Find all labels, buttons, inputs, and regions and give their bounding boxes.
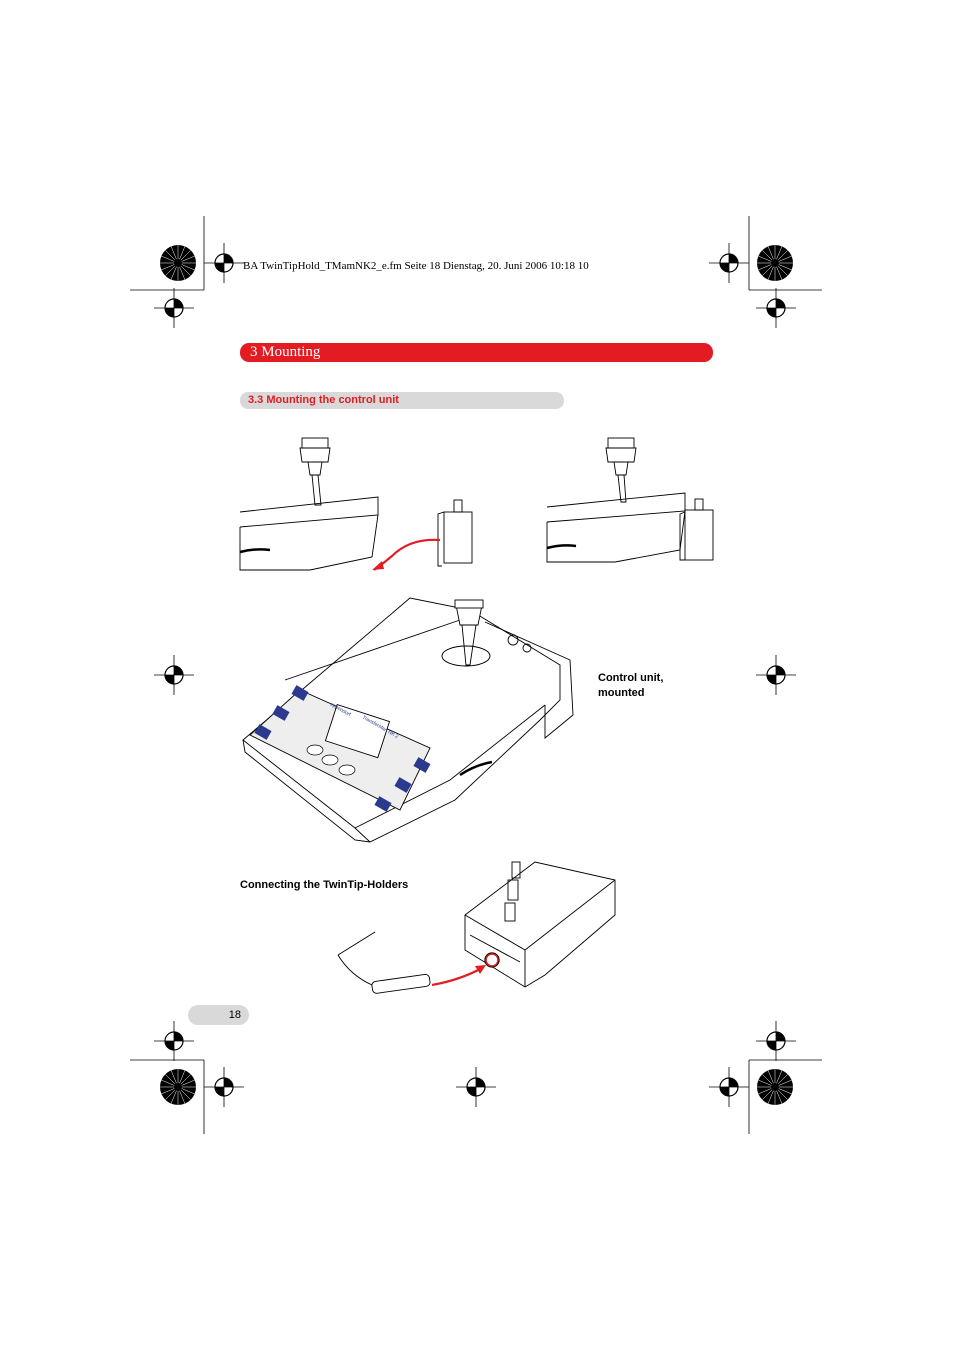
arrowhead-icon: [372, 561, 384, 570]
control-unit-caption-line2: mounted: [598, 687, 645, 699]
arrowhead-icon: [475, 965, 486, 974]
page-number: 18: [228, 1009, 241, 1021]
control-unit-illustration: [242, 597, 574, 843]
socket-highlight: [485, 953, 499, 967]
section-title: 3.3 Mounting the control unit: [248, 394, 399, 406]
registration-mark-icon: [153, 1020, 195, 1062]
connecting-caption: Connecting the TwinTip-Holders: [240, 879, 409, 891]
star-target-icon: [756, 1068, 794, 1106]
mounting-step2-illustration: [546, 437, 714, 563]
chapter-title: 3 Mounting: [250, 344, 321, 360]
connect-arrow: [431, 967, 483, 987]
control-unit-caption: Control unit, mounted: [598, 671, 663, 701]
star-target-icon: [159, 1068, 197, 1106]
registration-mark-icon: [755, 1020, 797, 1062]
registration-mark-icon: [153, 654, 195, 696]
registration-mark-icon: [153, 287, 195, 329]
registration-mark-icon: [203, 1066, 245, 1108]
crop-marks: [130, 216, 822, 1134]
mounting-step1-illustration: [239, 437, 473, 571]
registration-mark-icon: [755, 287, 797, 329]
star-target-icon: [756, 244, 794, 282]
section-bar: 3.3 Mounting the control unit: [240, 392, 564, 409]
registration-mark-icon: [203, 242, 245, 284]
registration-mark-icon: [708, 242, 750, 284]
registration-mark-icon: [708, 1066, 750, 1108]
file-header-info: BA TwinTipHold_TMamNK2_e.fm Seite 18 Die…: [243, 260, 589, 272]
page-number-pill: 18: [188, 1005, 249, 1025]
control-unit-caption-line1: Control unit,: [598, 672, 664, 684]
attach-arrow-1: [373, 538, 441, 571]
twintip-holder-illustration: [337, 861, 616, 994]
chapter-bar: 3 Mounting: [240, 343, 713, 362]
registration-mark-icon: [455, 1066, 497, 1108]
registration-mark-icon: [755, 654, 797, 696]
star-target-icon: [159, 244, 197, 282]
